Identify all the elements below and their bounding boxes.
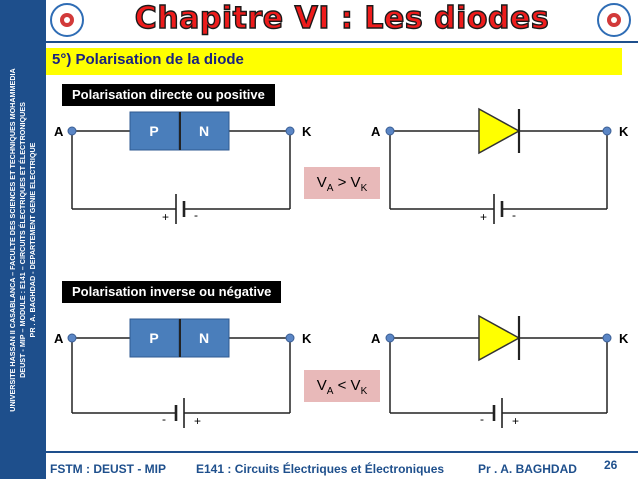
condition-sub-a: A <box>326 386 334 397</box>
node-a-label: A <box>54 331 64 346</box>
diode-triangle <box>478 314 521 362</box>
header-divider <box>46 41 638 43</box>
diode-triangle <box>478 107 521 155</box>
node-k-label: K <box>302 124 312 139</box>
page-title: Chapitre VI : Les diodes <box>134 0 550 36</box>
node-a-terminal <box>67 126 77 136</box>
node-a-label: A <box>371 124 381 139</box>
node-k-label: K <box>619 331 629 346</box>
node-k-terminal <box>285 126 295 136</box>
battery-plus-sign: + <box>194 414 201 428</box>
node-a-terminal <box>67 333 77 343</box>
condition-v2: V <box>350 174 361 191</box>
direct-condition: VA > VK <box>304 167 380 199</box>
node-a-terminal <box>385 126 395 136</box>
p-label: P <box>149 330 158 346</box>
condition-v: V <box>316 174 327 191</box>
node-k-terminal <box>285 333 295 343</box>
n-region <box>179 111 230 151</box>
battery-minus-sign: - <box>512 208 516 222</box>
p-region <box>129 111 180 151</box>
page-number: 26 <box>604 458 618 472</box>
footer-center: E141 : Circuits Électriques et Électroni… <box>196 462 445 476</box>
node-k-terminal <box>602 333 612 343</box>
battery-plus-sign: + <box>512 414 519 428</box>
reverse-condition: VA < VK <box>304 370 380 402</box>
footer-left: FSTM : DEUST - MIP <box>50 462 166 476</box>
battery-plus-sign: + <box>480 210 487 224</box>
condition-operator: < <box>333 377 351 394</box>
condition-sub-k: K <box>360 183 368 194</box>
condition-sub-k: K <box>360 386 368 397</box>
node-k-label: K <box>619 124 629 139</box>
battery-plus-sign: + <box>162 210 169 224</box>
node-a-label: A <box>371 331 381 346</box>
university-logo-right <box>597 3 631 37</box>
section-title: 5°) Polarisation de la diode <box>52 51 244 68</box>
battery-minus-sign: - <box>194 208 198 222</box>
node-k-label: K <box>302 331 312 346</box>
footer-divider <box>46 451 638 453</box>
university-logo-left <box>50 3 84 37</box>
node-a-label: A <box>54 124 64 139</box>
condition-v: V <box>316 377 327 394</box>
condition-operator: > <box>333 174 351 191</box>
node-a-terminal <box>385 333 395 343</box>
sidebar: UNIVERSITE HASSAN II CASABLANCA – FACULT… <box>0 0 46 479</box>
node-k-terminal <box>602 126 612 136</box>
footer-right: Pr . A. BAGHDAD <box>478 462 577 476</box>
p-region <box>129 318 180 358</box>
reverse-bias-label: Polarisation inverse ou négative <box>62 281 282 303</box>
n-label: N <box>199 330 209 346</box>
battery-minus-sign: - <box>162 412 166 426</box>
battery-minus-sign: - <box>480 412 484 426</box>
p-label: P <box>149 123 158 139</box>
direct-bias-label: Polarisation directe ou positive <box>62 84 275 106</box>
section-highlight <box>46 48 622 75</box>
condition-sub-a: A <box>326 183 334 194</box>
condition-v2: V <box>350 377 361 394</box>
n-label: N <box>199 123 209 139</box>
